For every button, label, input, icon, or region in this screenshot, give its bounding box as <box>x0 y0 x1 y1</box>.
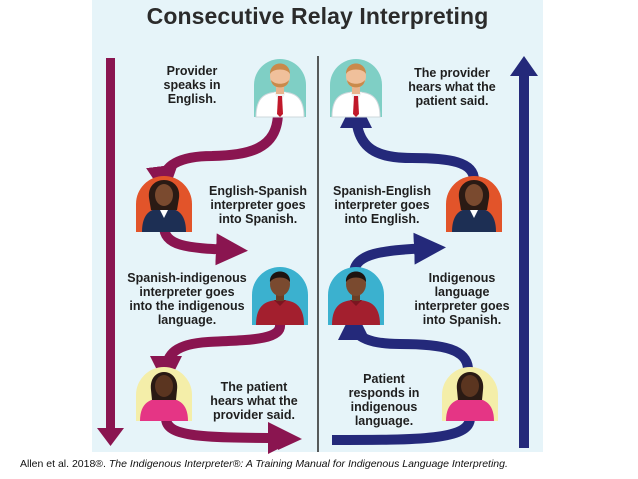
right-flow-arrow-2 <box>338 308 473 370</box>
doctor-avatar-icon <box>330 59 382 118</box>
right-flow-arrow-3 <box>349 232 446 274</box>
patient-avatar-icon <box>442 367 498 421</box>
left-flow-arrow-3 <box>150 323 285 388</box>
diagram-title: Consecutive Relay Interpreting <box>146 3 489 29</box>
doctor-avatar-icon <box>254 59 306 118</box>
patient-avatar-icon <box>136 367 192 421</box>
right-flow-arrow-4 <box>340 96 479 181</box>
interpreter-man-avatar-icon <box>252 267 308 325</box>
left-flow-arrow-4 <box>161 417 301 454</box>
right-up-arrow <box>510 56 538 448</box>
interpreter-woman-avatar-icon <box>136 176 192 232</box>
citation-work: The Indigenous Interpreter®: A Training … <box>108 458 508 470</box>
left-end-arrowhead <box>278 428 302 450</box>
right-flow-arrow-1 <box>331 417 475 445</box>
left-down-arrow <box>97 58 124 446</box>
citation-authors: Allen et al. 2018®. <box>20 458 109 470</box>
citation-caption: Allen et al. 2018®. The Indigenous Inter… <box>20 458 508 470</box>
left-flow-arrow-1 <box>146 111 283 198</box>
interpreter-woman-avatar-icon <box>446 176 502 232</box>
interpreter-man-avatar-icon <box>328 267 384 325</box>
